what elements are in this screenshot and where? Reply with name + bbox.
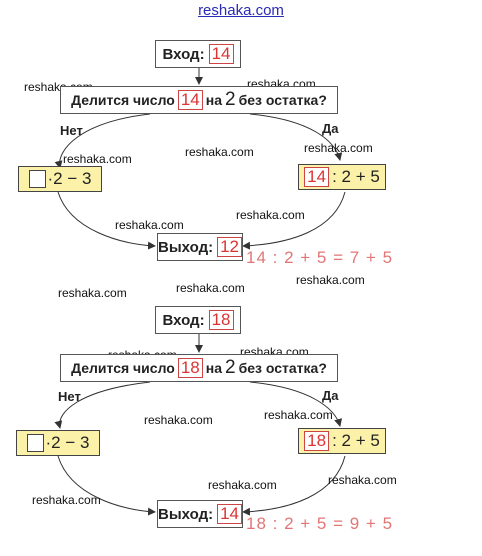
input-label: Вход: xyxy=(162,311,205,329)
arc-no-branch-1 xyxy=(54,113,151,169)
output-value: 14 xyxy=(217,504,243,524)
watermark: reshaka.com xyxy=(296,273,365,287)
arc-no-branch-2 xyxy=(54,381,151,429)
answer-expression: 14 : 2 + 5 = 7 + 5 xyxy=(246,248,394,267)
right-operation-box-2: 18 : 2 + 5 xyxy=(298,428,386,454)
watermark: reshaka.com xyxy=(208,478,277,492)
right-operation-box-1: 14 : 2 + 5 xyxy=(298,164,386,190)
left-operation: ·2 − 3 xyxy=(45,433,90,452)
watermark: reshaka.com xyxy=(176,281,245,295)
input-value: 18 xyxy=(208,310,234,330)
question-divisor: 2 xyxy=(225,357,236,378)
question-prefix: Делится число xyxy=(71,92,175,108)
question-divisor: 2 xyxy=(225,89,236,110)
question-box-1: Делится число 14 на 2 без остатка? xyxy=(60,86,338,114)
watermark: reshaka.com xyxy=(144,413,213,427)
left-operation: ·2 − 3 xyxy=(47,169,92,188)
right-operation: : 2 + 5 xyxy=(332,167,380,186)
left-operation-box-1: ·2 − 3 xyxy=(18,166,102,192)
no-label: Нет xyxy=(58,389,81,404)
right-operation: : 2 + 5 xyxy=(332,431,380,450)
right-value: 14 xyxy=(304,167,330,187)
watermark: reshaka.com xyxy=(236,208,305,222)
yes-label: Да xyxy=(322,121,339,136)
watermark: reshaka.com xyxy=(185,145,254,159)
empty-cell xyxy=(28,170,46,188)
arc-yes-branch-2 xyxy=(249,381,342,427)
left-operation-box-2: ·2 − 3 xyxy=(16,430,100,456)
arc-left-to-output-2 xyxy=(57,455,156,516)
question-suffix: без остатка? xyxy=(238,92,327,108)
arc-yes-branch-1 xyxy=(249,113,343,161)
output-label: Выход: xyxy=(158,238,214,256)
arc-right-to-output-2 xyxy=(242,455,346,516)
output-box-2: Выход: 14 xyxy=(157,500,243,528)
watermark: reshaka.com xyxy=(328,473,397,487)
question-prefix: Делится число xyxy=(71,360,175,376)
input-label: Вход: xyxy=(162,45,205,63)
arc-right-to-output-1 xyxy=(242,191,346,250)
arc-left-to-output-1 xyxy=(57,191,156,250)
output-label: Выход: xyxy=(158,505,214,523)
question-suffix: без остатка? xyxy=(238,360,327,376)
yes-label: Да xyxy=(322,388,339,403)
watermark: reshaka.com xyxy=(58,286,127,300)
watermark: reshaka.com xyxy=(63,152,132,166)
answer-expression: 18 : 2 + 5 = 9 + 5 xyxy=(246,514,394,533)
question-mid: на xyxy=(205,360,223,376)
watermark: reshaka.com xyxy=(32,493,101,507)
output-value: 12 xyxy=(217,237,243,257)
output-box-1: Выход: 12 xyxy=(157,233,243,261)
watermark: reshaka.com xyxy=(264,408,333,422)
watermark: reshaka.com xyxy=(304,141,373,155)
input-box-2: Вход: 18 xyxy=(155,306,241,334)
no-label: Нет xyxy=(60,123,83,138)
input-value: 14 xyxy=(208,44,234,64)
watermark: reshaka.com xyxy=(115,218,184,232)
question-mid: на xyxy=(205,92,223,108)
empty-cell xyxy=(26,434,44,452)
input-box-1: Вход: 14 xyxy=(155,40,241,68)
site-title[interactable]: reshaka.com xyxy=(198,2,284,19)
question-box-2: Делится число 18 на 2 без остатка? xyxy=(60,354,338,382)
question-value: 14 xyxy=(177,90,203,110)
question-value: 18 xyxy=(177,358,203,378)
right-value: 18 xyxy=(304,431,330,451)
